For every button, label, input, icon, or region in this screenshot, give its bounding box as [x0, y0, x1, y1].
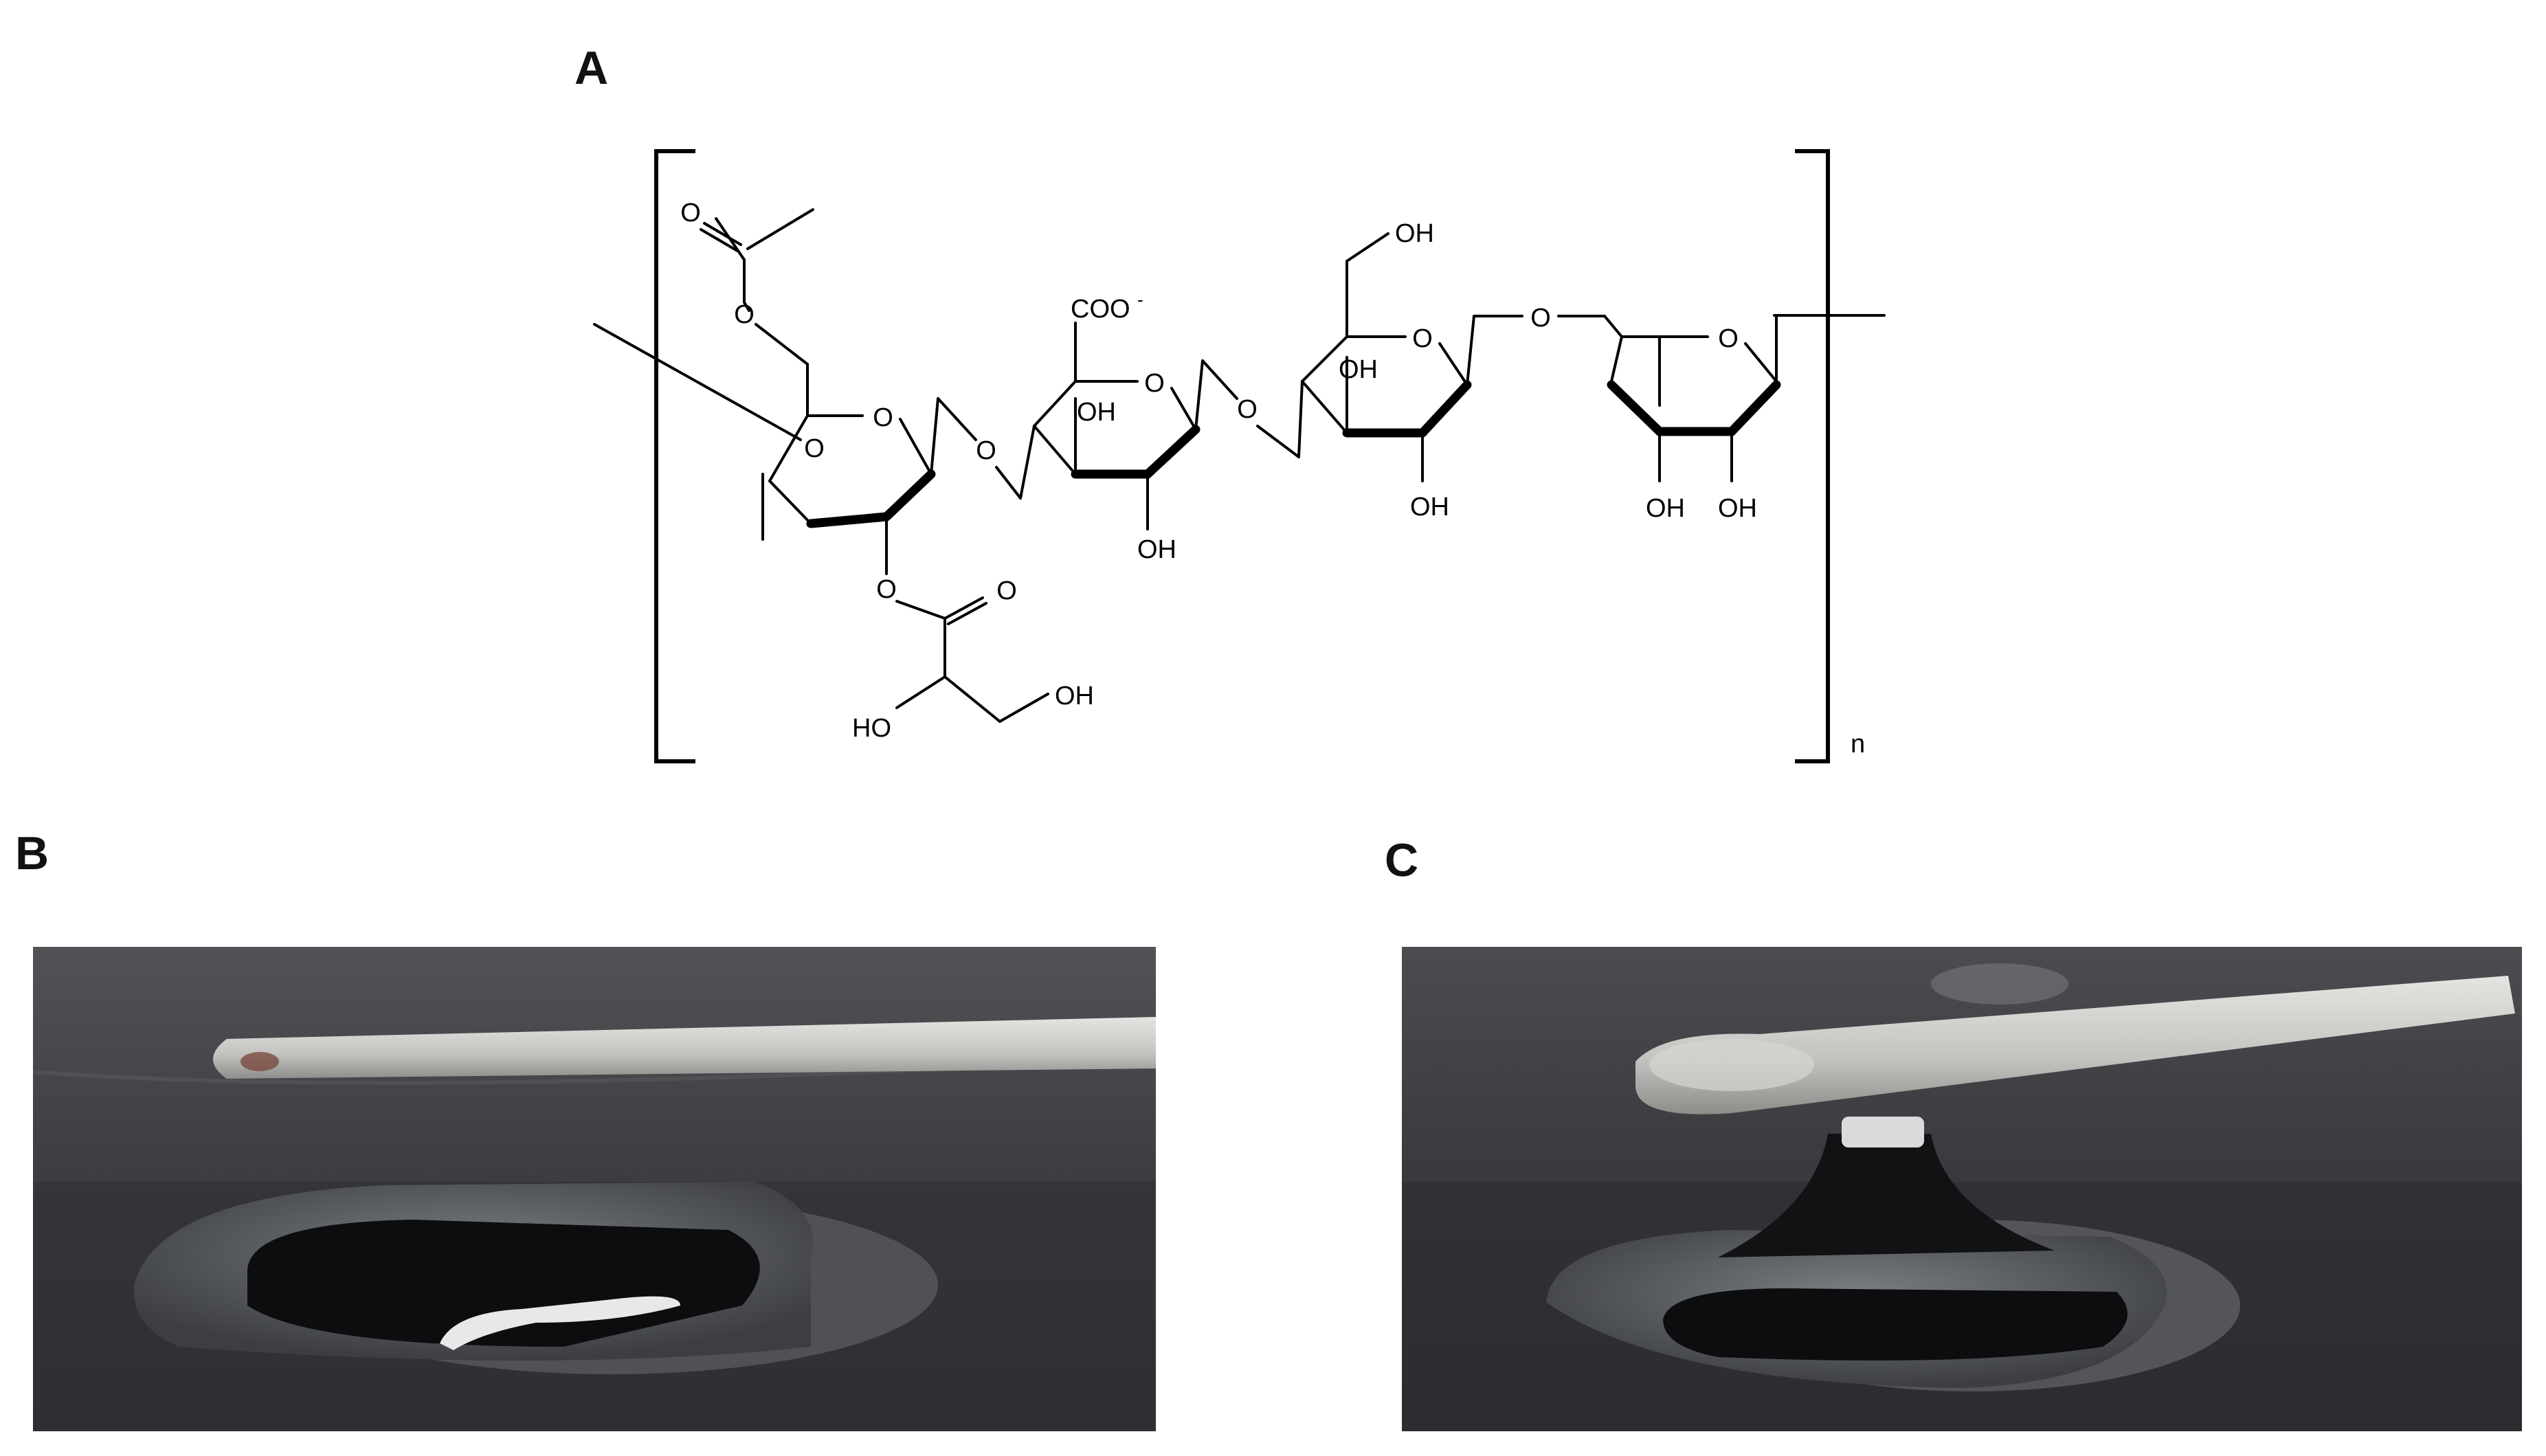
carboxylate: COO [1071, 295, 1130, 324]
ring-1-back-oxygen: O [804, 434, 825, 463]
repeat-subscript: n [1851, 730, 1865, 759]
panel-b-photo [32, 947, 1157, 1431]
glyceryl-oh: OH [1055, 682, 1094, 710]
ring-4-oxygen: O [1718, 324, 1739, 353]
panel-c-spatula [1635, 976, 2515, 1115]
ring-1-ester-oxygen: O [734, 300, 755, 329]
ring-4-oh-left: OH [1646, 494, 1685, 523]
ring-2-oxygen: O [1144, 369, 1165, 398]
link-oxygen-3-4: O [1530, 304, 1551, 333]
panel-b-gel-drop [133, 1182, 938, 1374]
ring-2-oh-bottom: OH [1137, 535, 1176, 564]
right-bracket [1795, 149, 1830, 763]
ring-3-oh-bottom: OH [1410, 493, 1449, 522]
ring-3-oxygen: O [1412, 324, 1433, 353]
ring-3: OH O OH OH O [1297, 219, 1623, 522]
panel-b-spatula [213, 1017, 1156, 1079]
panel-a: A n O O O O [574, 42, 1886, 763]
ring-2-bold-edge [1143, 425, 1201, 479]
carboxylate-charge: - [1137, 289, 1143, 310]
ring-2-oh-top: OH [1077, 398, 1116, 427]
panel-c-label: C [1385, 834, 1418, 886]
ring-3-ch2oh: OH [1395, 219, 1434, 248]
panel-c: C [1385, 834, 2522, 1431]
ring-1-oxygen: O [873, 403, 893, 432]
panel-c-photo [1402, 947, 2522, 1431]
acetyl-carbonyl-oxygen: O [680, 199, 701, 227]
panel-b: B [15, 827, 1157, 1431]
panel-b-label: B [15, 827, 49, 880]
ring-2: COO - O OH OH O [1019, 289, 1300, 564]
ring-4: O OH OH [1607, 315, 1781, 523]
ring-4-bold-edge [1727, 380, 1781, 436]
chain-bond-left [593, 323, 802, 441]
ring-1: O O O O O O HO [680, 199, 1094, 743]
link-oxygen-2-3: O [1237, 395, 1258, 424]
glyceryl-ester-oxygen: O [876, 575, 897, 604]
ring-1-bold-edge [882, 469, 936, 522]
panel-c-gel-bridge [1546, 1117, 2240, 1391]
repeat-unit-brackets: n [593, 149, 1886, 763]
panel-a-label: A [574, 42, 608, 94]
glyceryl-ho: HO [852, 714, 891, 743]
glyceryl-carbonyl-oxygen: O [996, 576, 1017, 605]
link-oxygen-1-2: O [976, 436, 996, 465]
ring-4-oh-right: OH [1718, 494, 1757, 523]
ring-3-bold-edge [1418, 380, 1472, 438]
ring-3-oh-top: OH [1339, 355, 1378, 384]
left-bracket [654, 149, 695, 763]
